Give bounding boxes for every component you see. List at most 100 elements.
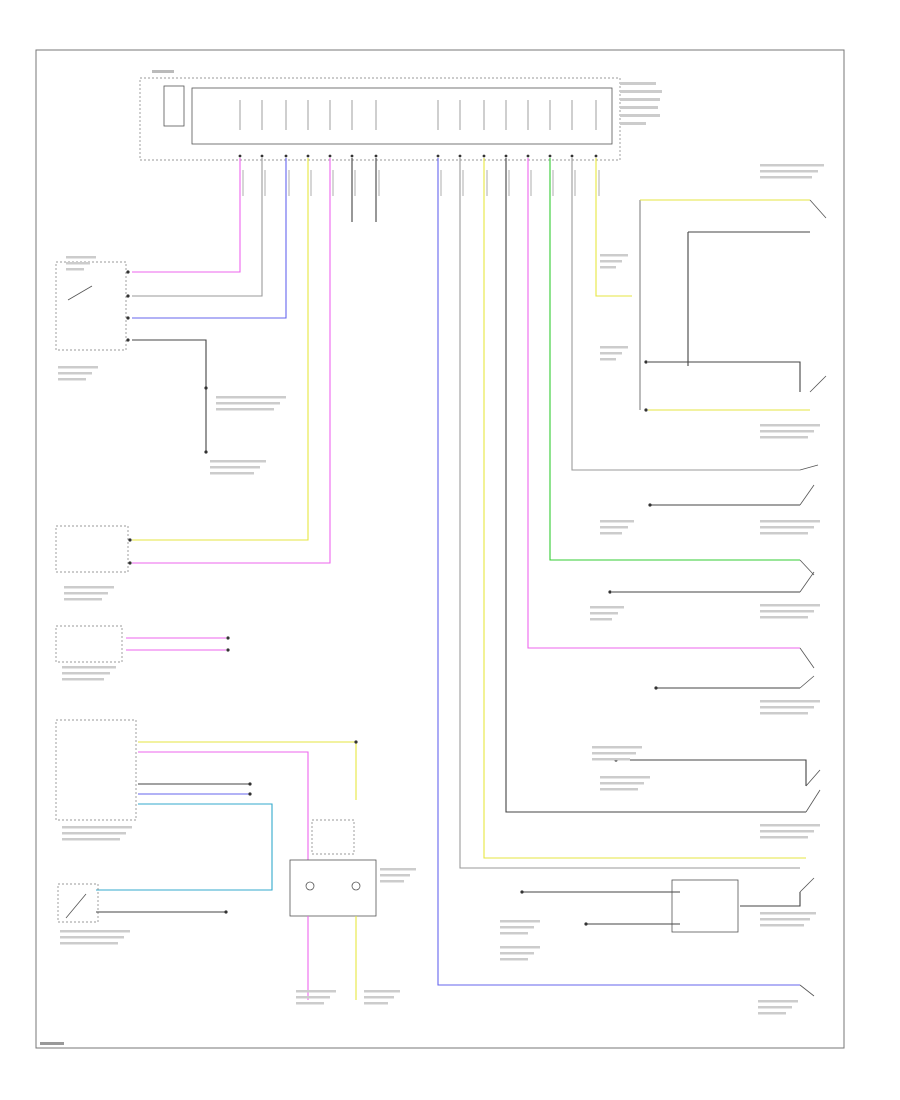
module-pin [482, 154, 486, 158]
door-switch-group [639, 199, 827, 412]
wire-mfs-yellow [132, 158, 309, 541]
label-placeholder [500, 926, 534, 929]
module-pin [260, 154, 264, 158]
module-pin [594, 154, 598, 158]
label-placeholder [592, 752, 636, 755]
pin-label-placeholder [285, 100, 287, 130]
wire-headlamp-pink [132, 158, 241, 273]
label-placeholder [760, 700, 820, 703]
label-placeholder [760, 604, 820, 607]
pin-label-placeholder [239, 100, 241, 130]
label-placeholder [66, 262, 90, 265]
label-placeholder [66, 268, 84, 271]
wire-label-placeholder [598, 170, 600, 196]
label-placeholder [62, 832, 126, 835]
label-placeholder [600, 520, 634, 523]
module-pin [350, 154, 354, 158]
module-pin [458, 154, 462, 158]
module-pin [504, 154, 508, 158]
wire-trunk-gray [459, 158, 800, 869]
module-pin [436, 154, 440, 158]
label-placeholder [760, 918, 810, 921]
wire-trunk-blue [437, 158, 800, 986]
label-placeholder [600, 776, 650, 779]
wire-label-placeholder [440, 170, 442, 196]
label-placeholder [592, 758, 630, 761]
label-placeholder [760, 520, 820, 523]
label-placeholder [210, 472, 254, 475]
wire-yellow-door [595, 158, 632, 297]
label-placeholder [210, 466, 260, 469]
pin-label-placeholder [261, 100, 263, 130]
label-placeholder [216, 408, 274, 411]
label-placeholder [600, 526, 628, 529]
pin-label-placeholder [437, 100, 439, 130]
label-placeholder [500, 946, 540, 949]
label-placeholder [760, 616, 808, 619]
label-placeholder [600, 788, 638, 791]
label-placeholder [600, 254, 628, 257]
page-frame [35, 49, 845, 1049]
pin-label-placeholder [329, 100, 331, 130]
label-placeholder [592, 746, 642, 749]
label-placeholder [760, 830, 814, 833]
wires [132, 158, 806, 986]
wire-label-placeholder [354, 170, 356, 196]
pin-label-placeholder [595, 100, 597, 130]
wire-trunk-pink [527, 158, 800, 649]
label-placeholder [62, 838, 120, 841]
module-pin [328, 154, 332, 158]
wire-label-placeholder [264, 170, 266, 196]
module-pin [284, 154, 288, 158]
wire-trunk-green [549, 158, 800, 561]
module-pin [374, 154, 378, 158]
label-placeholder [600, 346, 628, 349]
module-pin [306, 154, 310, 158]
wire-label-placeholder [530, 170, 532, 196]
pin-label-placeholder [505, 100, 507, 130]
label-placeholder [296, 1002, 324, 1005]
label-placeholder [760, 424, 820, 427]
label-placeholder [364, 1002, 388, 1005]
label-placeholder [600, 352, 622, 355]
label-placeholder [216, 396, 286, 399]
label-placeholder [760, 430, 814, 433]
wire-label-placeholder [242, 170, 244, 196]
label-placeholder [760, 170, 818, 173]
label-placeholder [58, 366, 98, 369]
label-placeholder [760, 712, 808, 715]
label-placeholder [380, 868, 416, 871]
wire-label-placeholder [508, 170, 510, 196]
label-placeholder [64, 598, 102, 601]
module-pin [526, 154, 530, 158]
label-placeholder [380, 874, 410, 877]
label-placeholder [760, 924, 804, 927]
label-placeholder [216, 402, 280, 405]
module-pin [238, 154, 242, 158]
pin-label-placeholder [527, 100, 529, 130]
pin-label-placeholder [351, 100, 353, 130]
label-placeholder [760, 824, 820, 827]
pin-label-placeholder [549, 100, 551, 130]
label-placeholder [364, 990, 400, 993]
label-placeholder [758, 1012, 786, 1015]
module-pin [570, 154, 574, 158]
label-placeholder [500, 932, 528, 935]
label-placeholder [62, 672, 110, 675]
pin-label-placeholder [307, 100, 309, 130]
pin-label-placeholder [459, 100, 461, 130]
label-placeholder [600, 260, 622, 263]
label-placeholder [66, 256, 96, 259]
label-placeholder [58, 372, 92, 375]
label-placeholder [760, 532, 808, 535]
pin-label-placeholder [571, 100, 573, 130]
label-placeholder [296, 996, 330, 999]
label-placeholder [60, 930, 130, 933]
wire-headlamp-ground [132, 339, 207, 452]
module-pin [548, 154, 552, 158]
label-placeholder [364, 996, 394, 999]
wire-headlamp-gray [132, 158, 263, 297]
module-pins [238, 100, 600, 196]
wire-label-placeholder [486, 170, 488, 196]
wire-label-placeholder [332, 170, 334, 196]
